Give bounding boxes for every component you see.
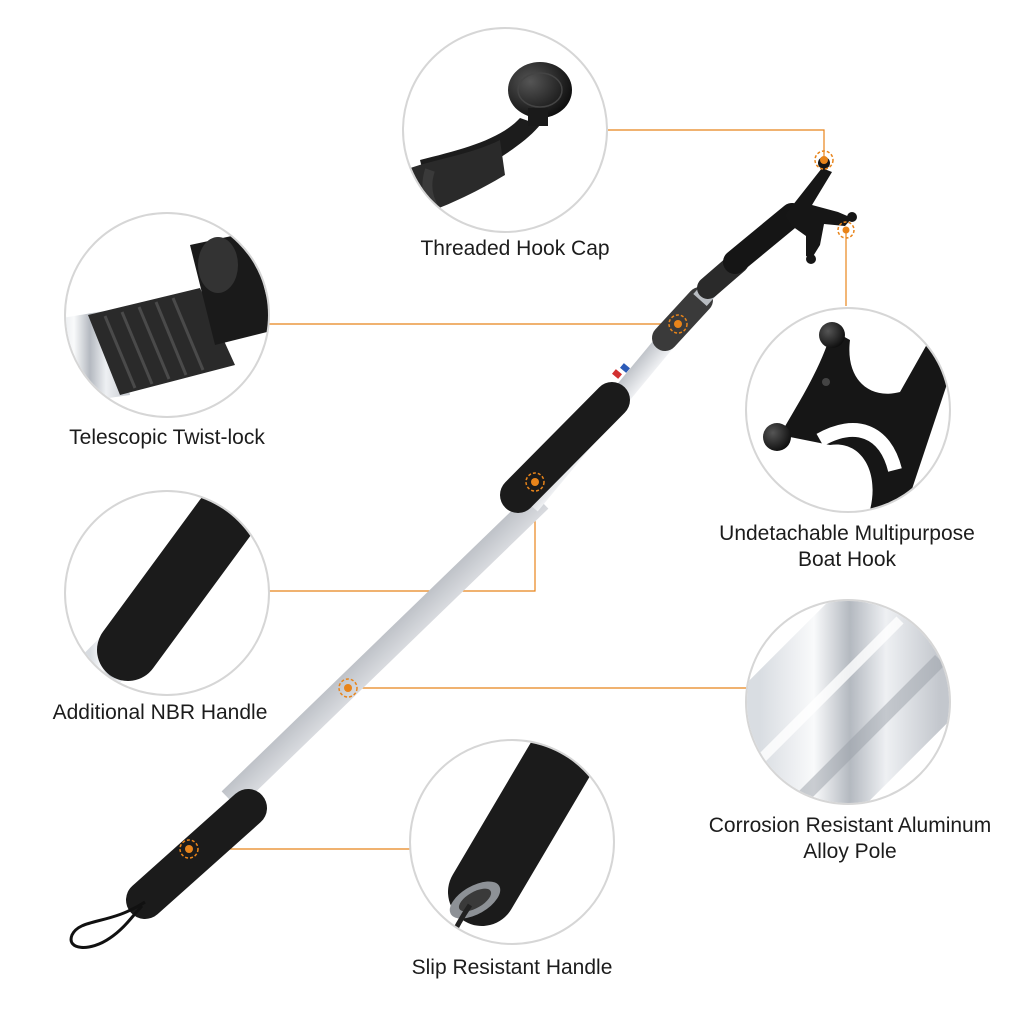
hotspot-hook-cap	[814, 150, 834, 170]
hotspot-boat-hook	[837, 221, 855, 239]
label-telescopic-twist-lock: Telescopic Twist-lock	[69, 426, 265, 449]
label-boat-hook: Undetachable Multipurpose Boat Hook	[690, 521, 1004, 573]
twist-lock-collar	[652, 287, 713, 351]
hotspot-aluminum-pole	[338, 678, 358, 698]
label-boat-hook-line2: Boat Hook	[797, 548, 897, 571]
leader-line-hook-cap	[607, 129, 825, 160]
label-nbr-handle: Additional NBR Handle	[52, 701, 268, 724]
detail-circle-boat-hook	[745, 307, 951, 513]
hotspot-slip-handle	[179, 839, 199, 859]
hook-head	[785, 168, 852, 258]
hotspot-twist-lock	[668, 314, 688, 334]
main-pole	[69, 157, 857, 949]
detail-circle-hook-cap	[402, 27, 608, 233]
label-slip-resistant-handle: Slip Resistant Handle	[411, 956, 613, 979]
hotspot-nbr-handle	[525, 472, 545, 492]
label-aluminum-pole-line2: Alloy Pole	[803, 840, 897, 863]
detail-circle-nbr-handle	[64, 490, 270, 696]
detail-circle-slip-handle	[409, 739, 615, 945]
hotspot-markers	[179, 150, 855, 859]
label-threaded-hook-cap: Threaded Hook Cap	[420, 237, 610, 260]
detail-circle-aluminum-pole	[745, 599, 951, 805]
label-aluminum-pole: Corrosion Resistant Aluminum Alloy Pole	[680, 813, 1020, 865]
detail-circle-twist-lock	[64, 212, 270, 418]
wrist-strap	[69, 900, 146, 949]
label-aluminum-pole-line1: Corrosion Resistant Aluminum	[708, 814, 992, 837]
label-boat-hook-line1: Undetachable Multipurpose	[719, 522, 975, 545]
